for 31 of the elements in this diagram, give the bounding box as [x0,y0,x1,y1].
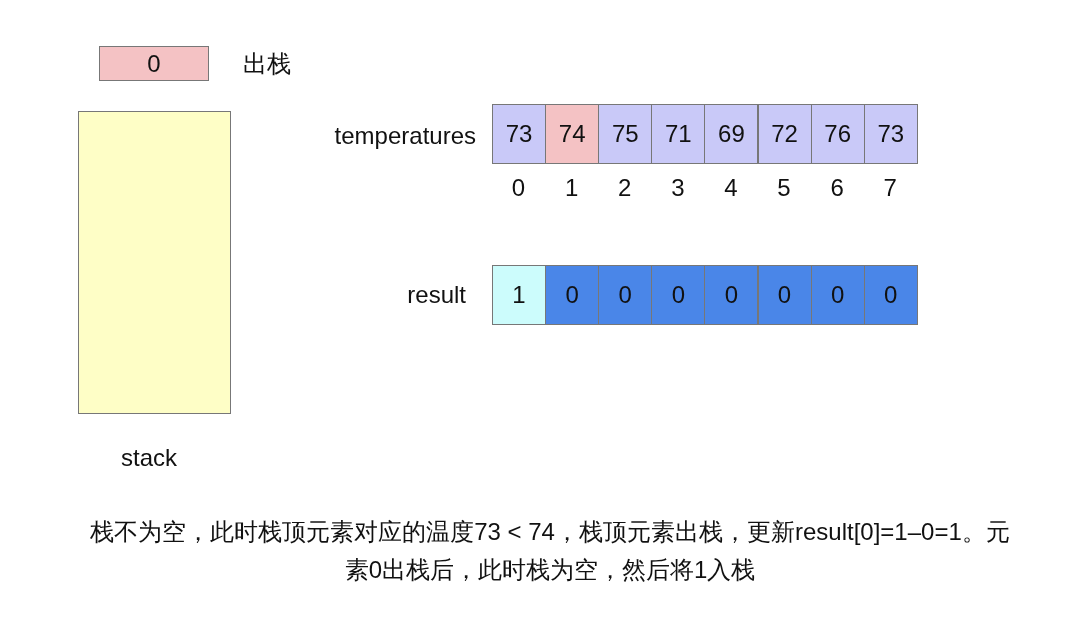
stack-box [78,111,231,414]
result-cell: 0 [651,265,706,325]
index-label: 2 [617,174,633,202]
array-cell: 73 [863,104,918,164]
index-label: 7 [882,174,898,202]
index-label: 5 [776,174,792,202]
result-cell: 0 [757,265,812,325]
result-cell: 0 [545,265,600,325]
row-label: result [407,281,466,309]
result-cell: 0 [704,265,759,325]
row-label: temperatures [334,122,476,150]
array-cell: 72 [757,104,812,164]
array-cell: 71 [651,104,706,164]
array-cell: 75 [598,104,653,164]
index-label: 6 [829,174,845,202]
index-label: 0 [510,174,527,202]
stack-label: stack [121,444,177,472]
index-label: 4 [723,174,739,202]
array-cell: 76 [810,104,865,164]
array-cell: 69 [704,104,759,164]
result-cell: 0 [598,265,653,325]
result-cell: 1 [492,265,547,325]
array-cell: 74 [545,104,600,164]
index-label: 1 [563,174,580,202]
index-label: 3 [670,174,686,202]
array-cell: 73 [492,104,547,164]
pop-label: 出栈 [243,49,291,79]
popped-element-box: 0 [99,46,209,81]
result-cell: 0 [863,265,918,325]
caption: 栈不为空，此时栈顶元素对应的温度73 < 74，栈顶元素出栈，更新result[0]=1–0=1。元素0出栈后，此时栈为空，然后将1入栈 [90,517,1010,585]
result-cell: 0 [810,265,865,325]
